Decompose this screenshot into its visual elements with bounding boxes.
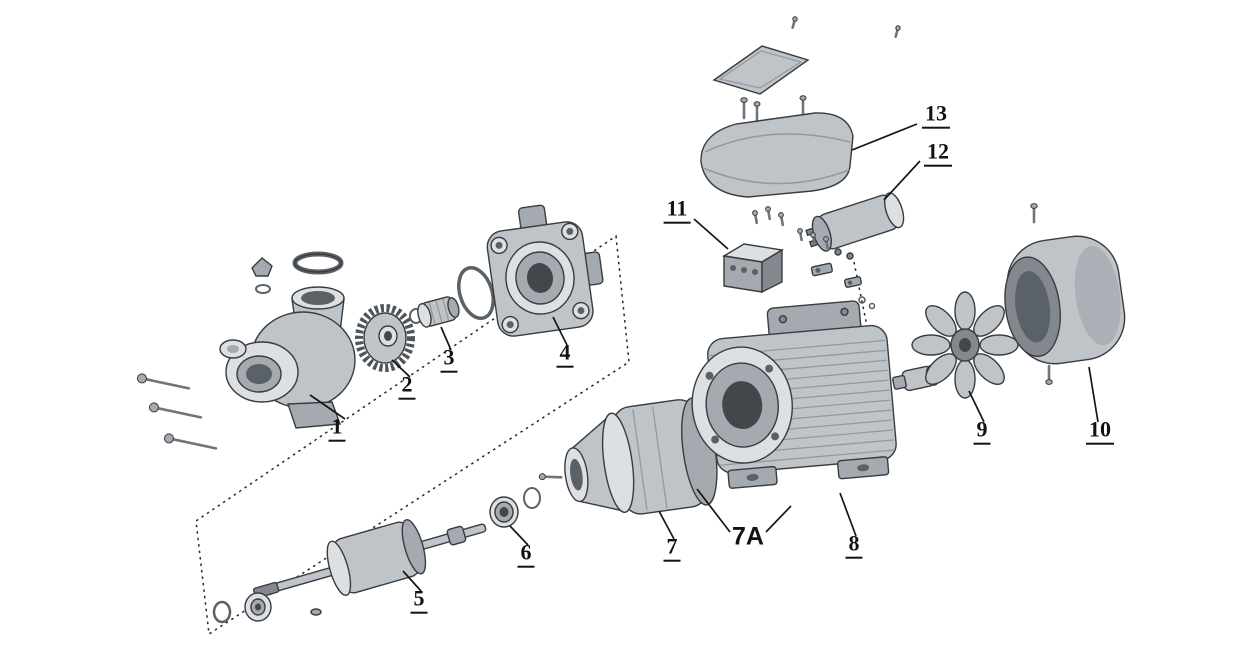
mounting-bolts: [136, 373, 218, 450]
gasket-plate: [712, 45, 810, 120]
o-ring: [457, 266, 495, 320]
part-10-fan-cover: [1004, 203, 1126, 385]
leader-lines: [309, 123, 1099, 592]
part-1-pump-casing: [219, 251, 356, 429]
part-13-terminal-cover: [700, 95, 854, 198]
part-12-capacitor: [805, 192, 905, 252]
part-9-fan: [911, 291, 1019, 399]
part-6-bearing: [489, 487, 541, 528]
part-3-sleeve-fitting: [417, 296, 460, 328]
part-7-front-housing: [538, 397, 718, 515]
part-4-pump-cover: [486, 204, 604, 337]
part-2-impeller: [355, 304, 423, 372]
small-hardware: [752, 16, 901, 310]
part-5-rotor-shaft: [212, 519, 487, 624]
part-8-motor-body: [691, 300, 897, 489]
part-11-terminal-block: [721, 243, 785, 294]
